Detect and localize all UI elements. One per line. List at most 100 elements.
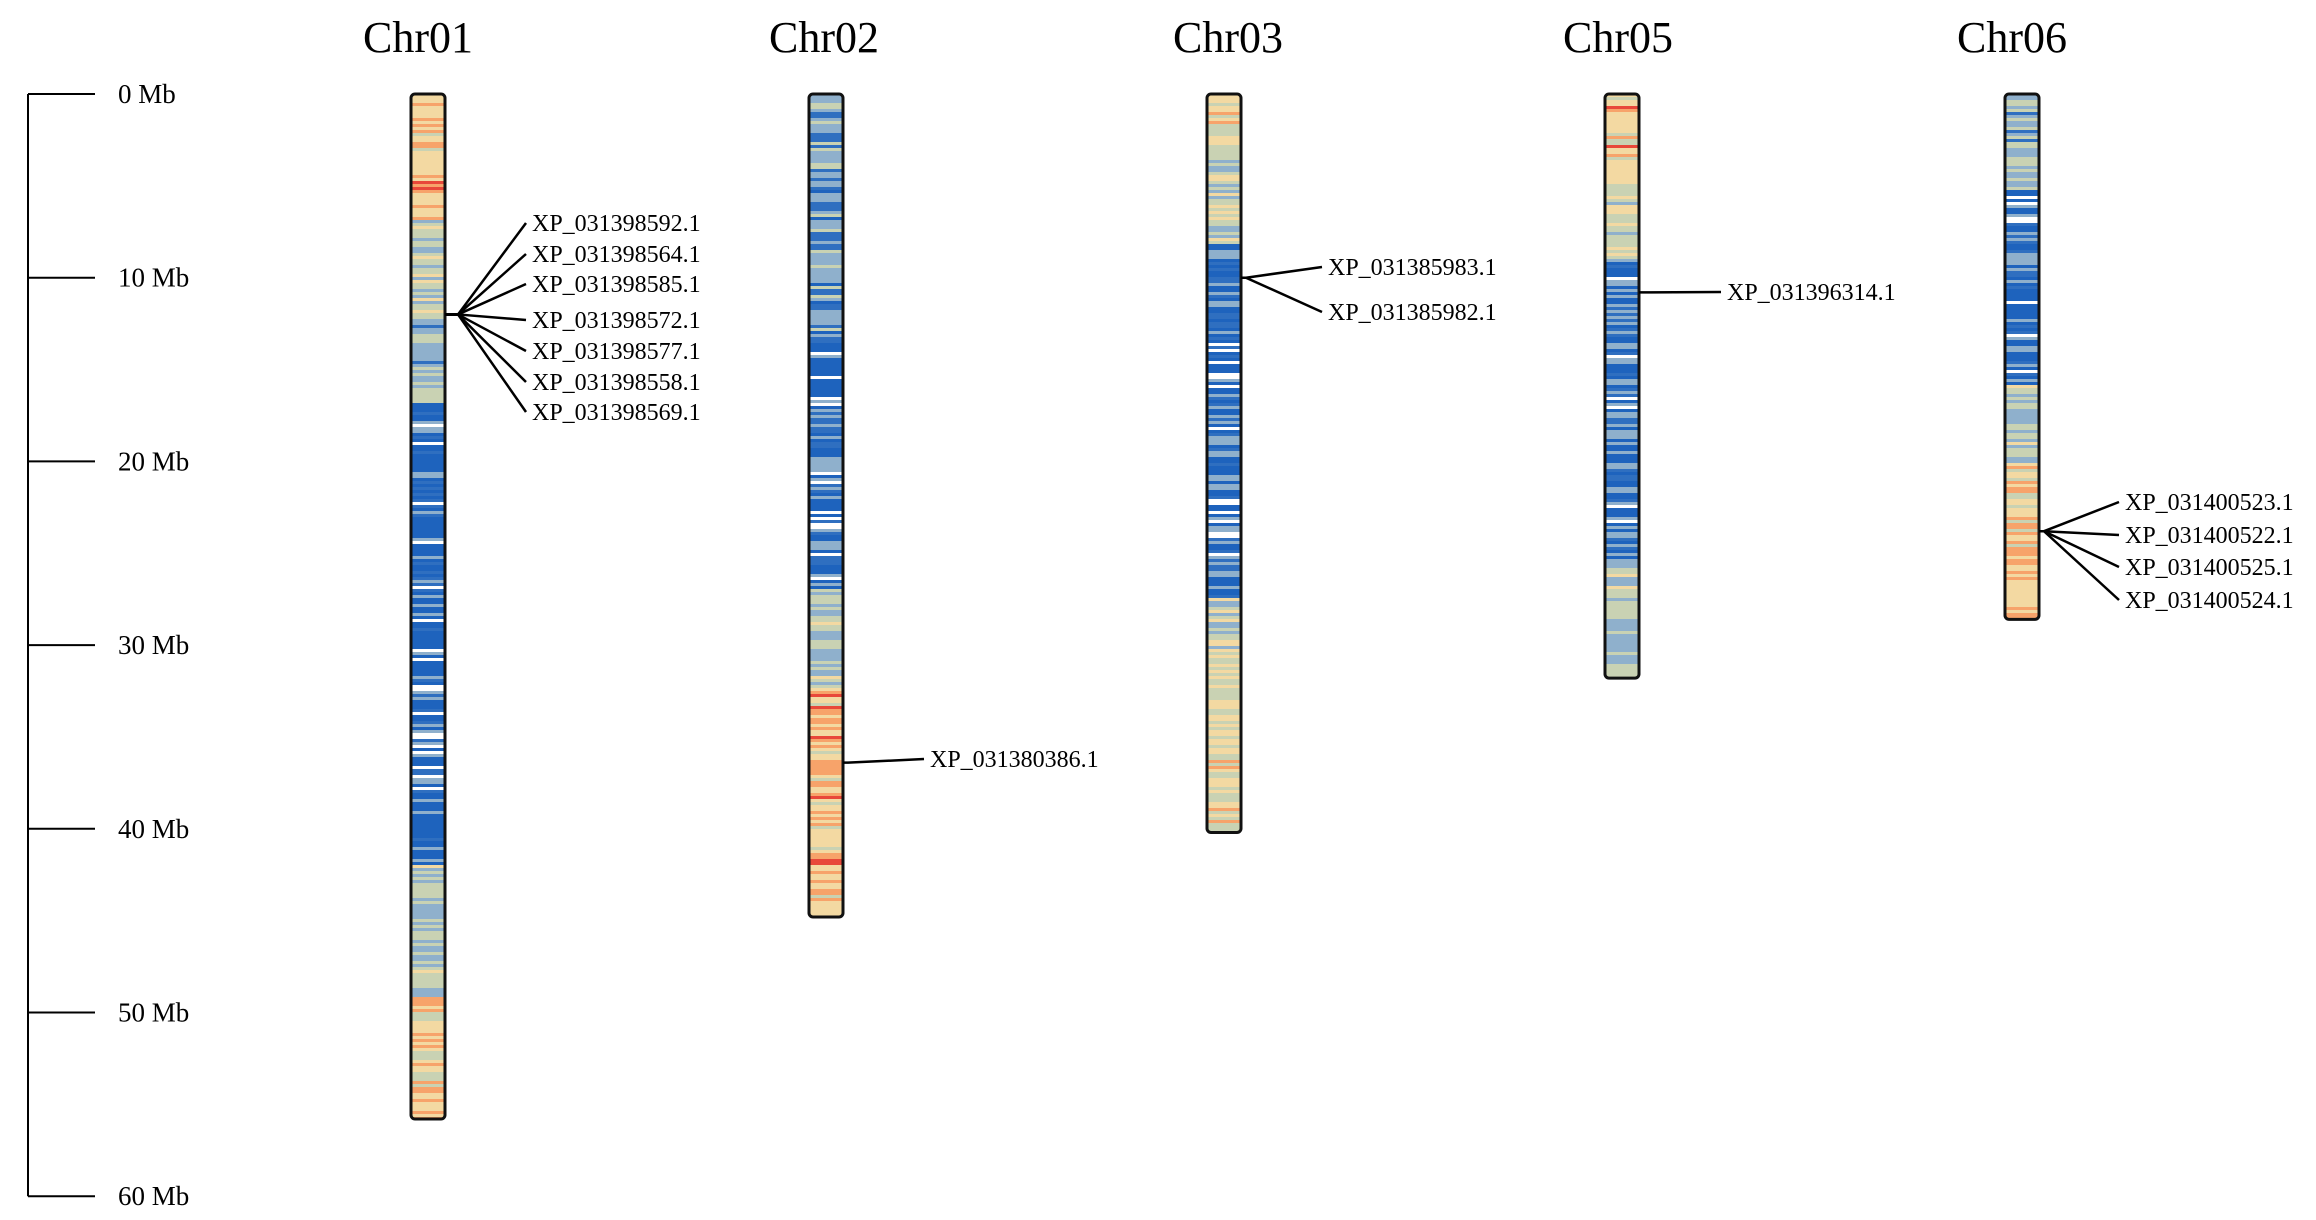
- density-band: [809, 880, 843, 883]
- density-band: [411, 472, 445, 475]
- density-band: [809, 646, 843, 649]
- density-band: [411, 952, 445, 955]
- density-band: [1605, 316, 1639, 319]
- density-band: [411, 394, 445, 397]
- density-band: [1605, 442, 1639, 445]
- density-band: [411, 880, 445, 883]
- density-band: [411, 286, 445, 289]
- density-band: [809, 709, 843, 712]
- density-band: [2005, 202, 2039, 205]
- density-band: [2005, 487, 2039, 490]
- density-band: [1207, 649, 1241, 652]
- density-band: [411, 157, 445, 160]
- density-band: [411, 250, 445, 253]
- density-band: [809, 166, 843, 169]
- density-band: [1605, 457, 1639, 460]
- density-band: [2005, 277, 2039, 280]
- density-band: [1207, 313, 1241, 316]
- density-band: [2005, 598, 2039, 601]
- density-band: [1207, 184, 1241, 187]
- density-band: [2005, 547, 2039, 550]
- density-band: [809, 652, 843, 655]
- density-band: [1605, 544, 1639, 547]
- density-band: [1605, 292, 1639, 295]
- density-band: [809, 781, 843, 784]
- density-band: [2005, 349, 2039, 352]
- density-band: [1605, 223, 1639, 226]
- density-band: [1207, 703, 1241, 706]
- density-band: [1605, 196, 1639, 199]
- density-band: [1605, 589, 1639, 592]
- density-band: [809, 472, 843, 475]
- density-band: [411, 853, 445, 856]
- density-band: [411, 133, 445, 136]
- density-band: [1605, 166, 1639, 169]
- density-band: [1207, 652, 1241, 655]
- density-band: [1207, 751, 1241, 754]
- density-band: [1605, 304, 1639, 307]
- density-band: [809, 592, 843, 595]
- density-band: [809, 664, 843, 667]
- density-band: [1207, 214, 1241, 217]
- density-band: [809, 877, 843, 880]
- density-band: [1207, 445, 1241, 448]
- density-band: [411, 160, 445, 163]
- density-band: [1605, 658, 1639, 661]
- density-band: [1207, 340, 1241, 343]
- density-band: [1207, 637, 1241, 640]
- density-band: [411, 1072, 445, 1075]
- density-band: [411, 616, 445, 619]
- density-band: [2005, 466, 2039, 469]
- density-band: [2005, 586, 2039, 589]
- density-band: [411, 463, 445, 466]
- chromosome-title: Chr06: [1957, 13, 2067, 62]
- density-band: [1207, 589, 1241, 592]
- density-band: [1207, 268, 1241, 271]
- density-band: [1207, 520, 1241, 523]
- density-band: [411, 565, 445, 568]
- density-band: [411, 643, 445, 646]
- density-band: [411, 682, 445, 685]
- density-band: [809, 502, 843, 505]
- density-band: [1605, 535, 1639, 538]
- density-band: [411, 1105, 445, 1108]
- density-band: [809, 148, 843, 151]
- density-band: [1207, 400, 1241, 403]
- density-band: [1207, 373, 1241, 376]
- density-band: [1605, 508, 1639, 511]
- density-band: [411, 658, 445, 661]
- density-band: [2005, 169, 2039, 172]
- density-band: [411, 964, 445, 967]
- density-band: [411, 202, 445, 205]
- density-band: [1207, 397, 1241, 400]
- density-band: [1605, 403, 1639, 406]
- density-band: [411, 196, 445, 199]
- density-band: [1605, 148, 1639, 151]
- density-band: [1605, 622, 1639, 625]
- density-band: [411, 1030, 445, 1033]
- gene-label: XP_031398577.1: [532, 339, 701, 365]
- density-band: [411, 226, 445, 229]
- density-band: [1207, 475, 1241, 478]
- density-band: [1207, 265, 1241, 268]
- density-band: [809, 481, 843, 484]
- density-band: [809, 625, 843, 628]
- gene-connector-line: [2039, 529, 2120, 601]
- density-band: [411, 307, 445, 310]
- density-band: [1605, 391, 1639, 394]
- density-band: [411, 292, 445, 295]
- density-band: [411, 919, 445, 922]
- density-band: [411, 862, 445, 865]
- density-band: [809, 727, 843, 730]
- density-band: [2005, 400, 2039, 403]
- density-band: [411, 934, 445, 937]
- density-band: [1207, 676, 1241, 679]
- density-band: [1605, 355, 1639, 358]
- density-band: [1605, 604, 1639, 607]
- density-band: [2005, 217, 2039, 220]
- density-band: [1605, 103, 1639, 106]
- density-band: [1207, 181, 1241, 184]
- density-band: [1605, 268, 1639, 271]
- density-band: [809, 829, 843, 832]
- density-band: [411, 994, 445, 997]
